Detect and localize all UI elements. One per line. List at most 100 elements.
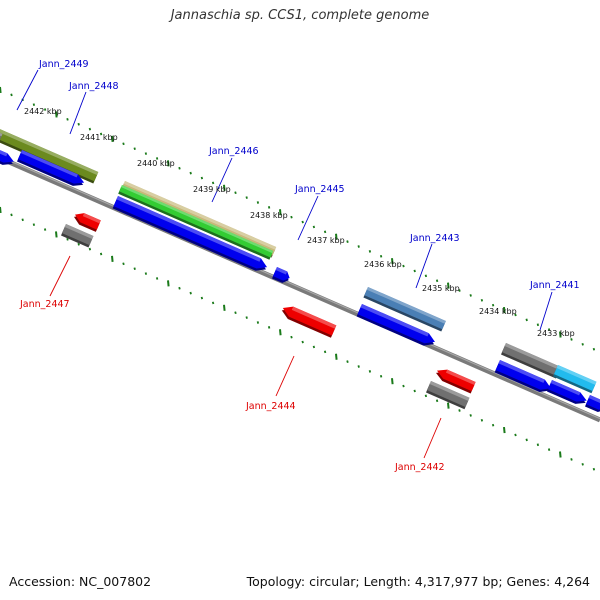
kbp-label: 2438 kbp [250, 211, 288, 220]
cds-arrow [546, 380, 587, 404]
outer-tick [66, 118, 69, 121]
gene-label-forward[interactable]: Jann_2443 [409, 233, 460, 244]
cds-arrow-highlight [20, 150, 78, 178]
cds-arrow-body [74, 213, 101, 230]
gene-label-reverse[interactable]: Jann_2442 [394, 462, 445, 473]
backbone-layer [0, 155, 600, 423]
inner-tick [503, 426, 506, 434]
outer-tick [10, 93, 13, 97]
gene-feature [552, 365, 597, 394]
inner-tick [536, 443, 540, 447]
inner-tick [0, 206, 2, 214]
outer-tick [267, 206, 271, 209]
inner-tick [144, 272, 148, 275]
accession-text: Accession: NC_007802 [9, 574, 152, 589]
outer-tick [323, 230, 327, 234]
inner-tick [357, 365, 360, 368]
leader-line [211, 157, 233, 203]
cds-arrow [356, 304, 435, 346]
outer-tick [211, 181, 215, 185]
gene-feature-body [0, 116, 99, 182]
inner-tick [581, 462, 584, 466]
kbp-label: 2433 kbp [537, 329, 575, 338]
outer-tick [122, 142, 125, 146]
inner-tick [178, 286, 181, 290]
outer-tick [346, 240, 349, 243]
inner-tick [211, 301, 215, 305]
map-title: Jannaschia sp. CCS1, complete genome [170, 8, 430, 23]
kbp-labels: 2442 kbp 2441 kbp 2440 kbp 2439 kbp 2438… [24, 107, 575, 338]
inner-tick [99, 252, 103, 256]
outer-tick [424, 274, 428, 278]
outer-tick [256, 201, 260, 204]
outer-tick [32, 103, 36, 107]
leader-line [539, 291, 553, 331]
outer-tick [43, 108, 47, 111]
cds-arrow-highlight [588, 395, 600, 404]
inner-tick [301, 340, 304, 344]
gene-feature-highlight [0, 122, 3, 137]
outer-tick [200, 176, 204, 180]
kbp-label: 2439 kbp [193, 185, 231, 194]
leader-line [423, 417, 442, 459]
gene-feature-highlight [123, 181, 277, 250]
inner-tick [368, 370, 372, 373]
outer-tick [99, 132, 103, 136]
kbp-label: 2442 kbp [24, 107, 62, 116]
inner-tick [223, 304, 226, 311]
outer-tick [55, 111, 58, 118]
outer-tick [581, 342, 584, 346]
genome-backbone-highlight [0, 156, 600, 420]
inner-tick [323, 350, 327, 354]
inner-tick [77, 242, 80, 246]
inner-tick [234, 311, 237, 315]
outer-tick [245, 196, 248, 199]
gene-label-forward[interactable]: Jann_2448 [68, 81, 119, 92]
outer-tick [301, 220, 304, 224]
inner-tick [547, 448, 551, 451]
leader-line [16, 69, 39, 111]
kbp-label: 2441 kbp [80, 133, 118, 142]
gene-feature-highlight [121, 185, 274, 254]
gene-label-forward[interactable]: Jann_2449 [38, 59, 89, 70]
outer-tick [435, 279, 439, 283]
cds-arrow [73, 213, 101, 232]
gene-label-forward[interactable]: Jann_2446 [208, 146, 259, 157]
outer-tick [368, 250, 372, 253]
inner-tick [189, 291, 192, 295]
gene-label-forward[interactable]: Jann_2441 [529, 280, 580, 291]
tick-marks [0, 86, 596, 471]
outer-tick [458, 289, 461, 292]
outer-tick [592, 347, 596, 351]
gene-feature-body [119, 185, 274, 258]
inner-tick [525, 438, 528, 442]
gene-feature-highlight [64, 224, 94, 240]
outer-tick [167, 160, 170, 167]
gene-feature-body [61, 224, 94, 246]
gene-feature-body [501, 343, 561, 377]
inner-tick [346, 360, 349, 363]
label-leaders [16, 69, 553, 459]
inner-tick [200, 296, 204, 300]
features [0, 116, 600, 413]
cds-arrow [271, 267, 290, 283]
cds-arrow-highlight [498, 360, 545, 383]
gene-feature-highlight [366, 287, 446, 324]
cds-arrow [584, 395, 600, 413]
cds-arrow [281, 306, 337, 338]
inner-tick [391, 378, 394, 385]
gene-label-reverse[interactable]: Jann_2444 [245, 401, 296, 412]
outer-tick [234, 191, 237, 195]
cds-arrow-highlight [445, 369, 476, 386]
cds-arrow [435, 369, 476, 394]
gene-feature [425, 381, 470, 410]
gene-label-reverse[interactable]: Jann_2447 [19, 299, 70, 310]
inner-tick [458, 409, 461, 412]
cds-arrow-highlight [360, 304, 429, 337]
outer-tick [547, 328, 551, 331]
cds-arrow-body [282, 306, 337, 336]
inner-tick [424, 394, 428, 398]
gene-label-forward[interactable]: Jann_2445 [294, 184, 345, 195]
outer-tick [111, 135, 114, 143]
inner-tick [559, 451, 562, 458]
